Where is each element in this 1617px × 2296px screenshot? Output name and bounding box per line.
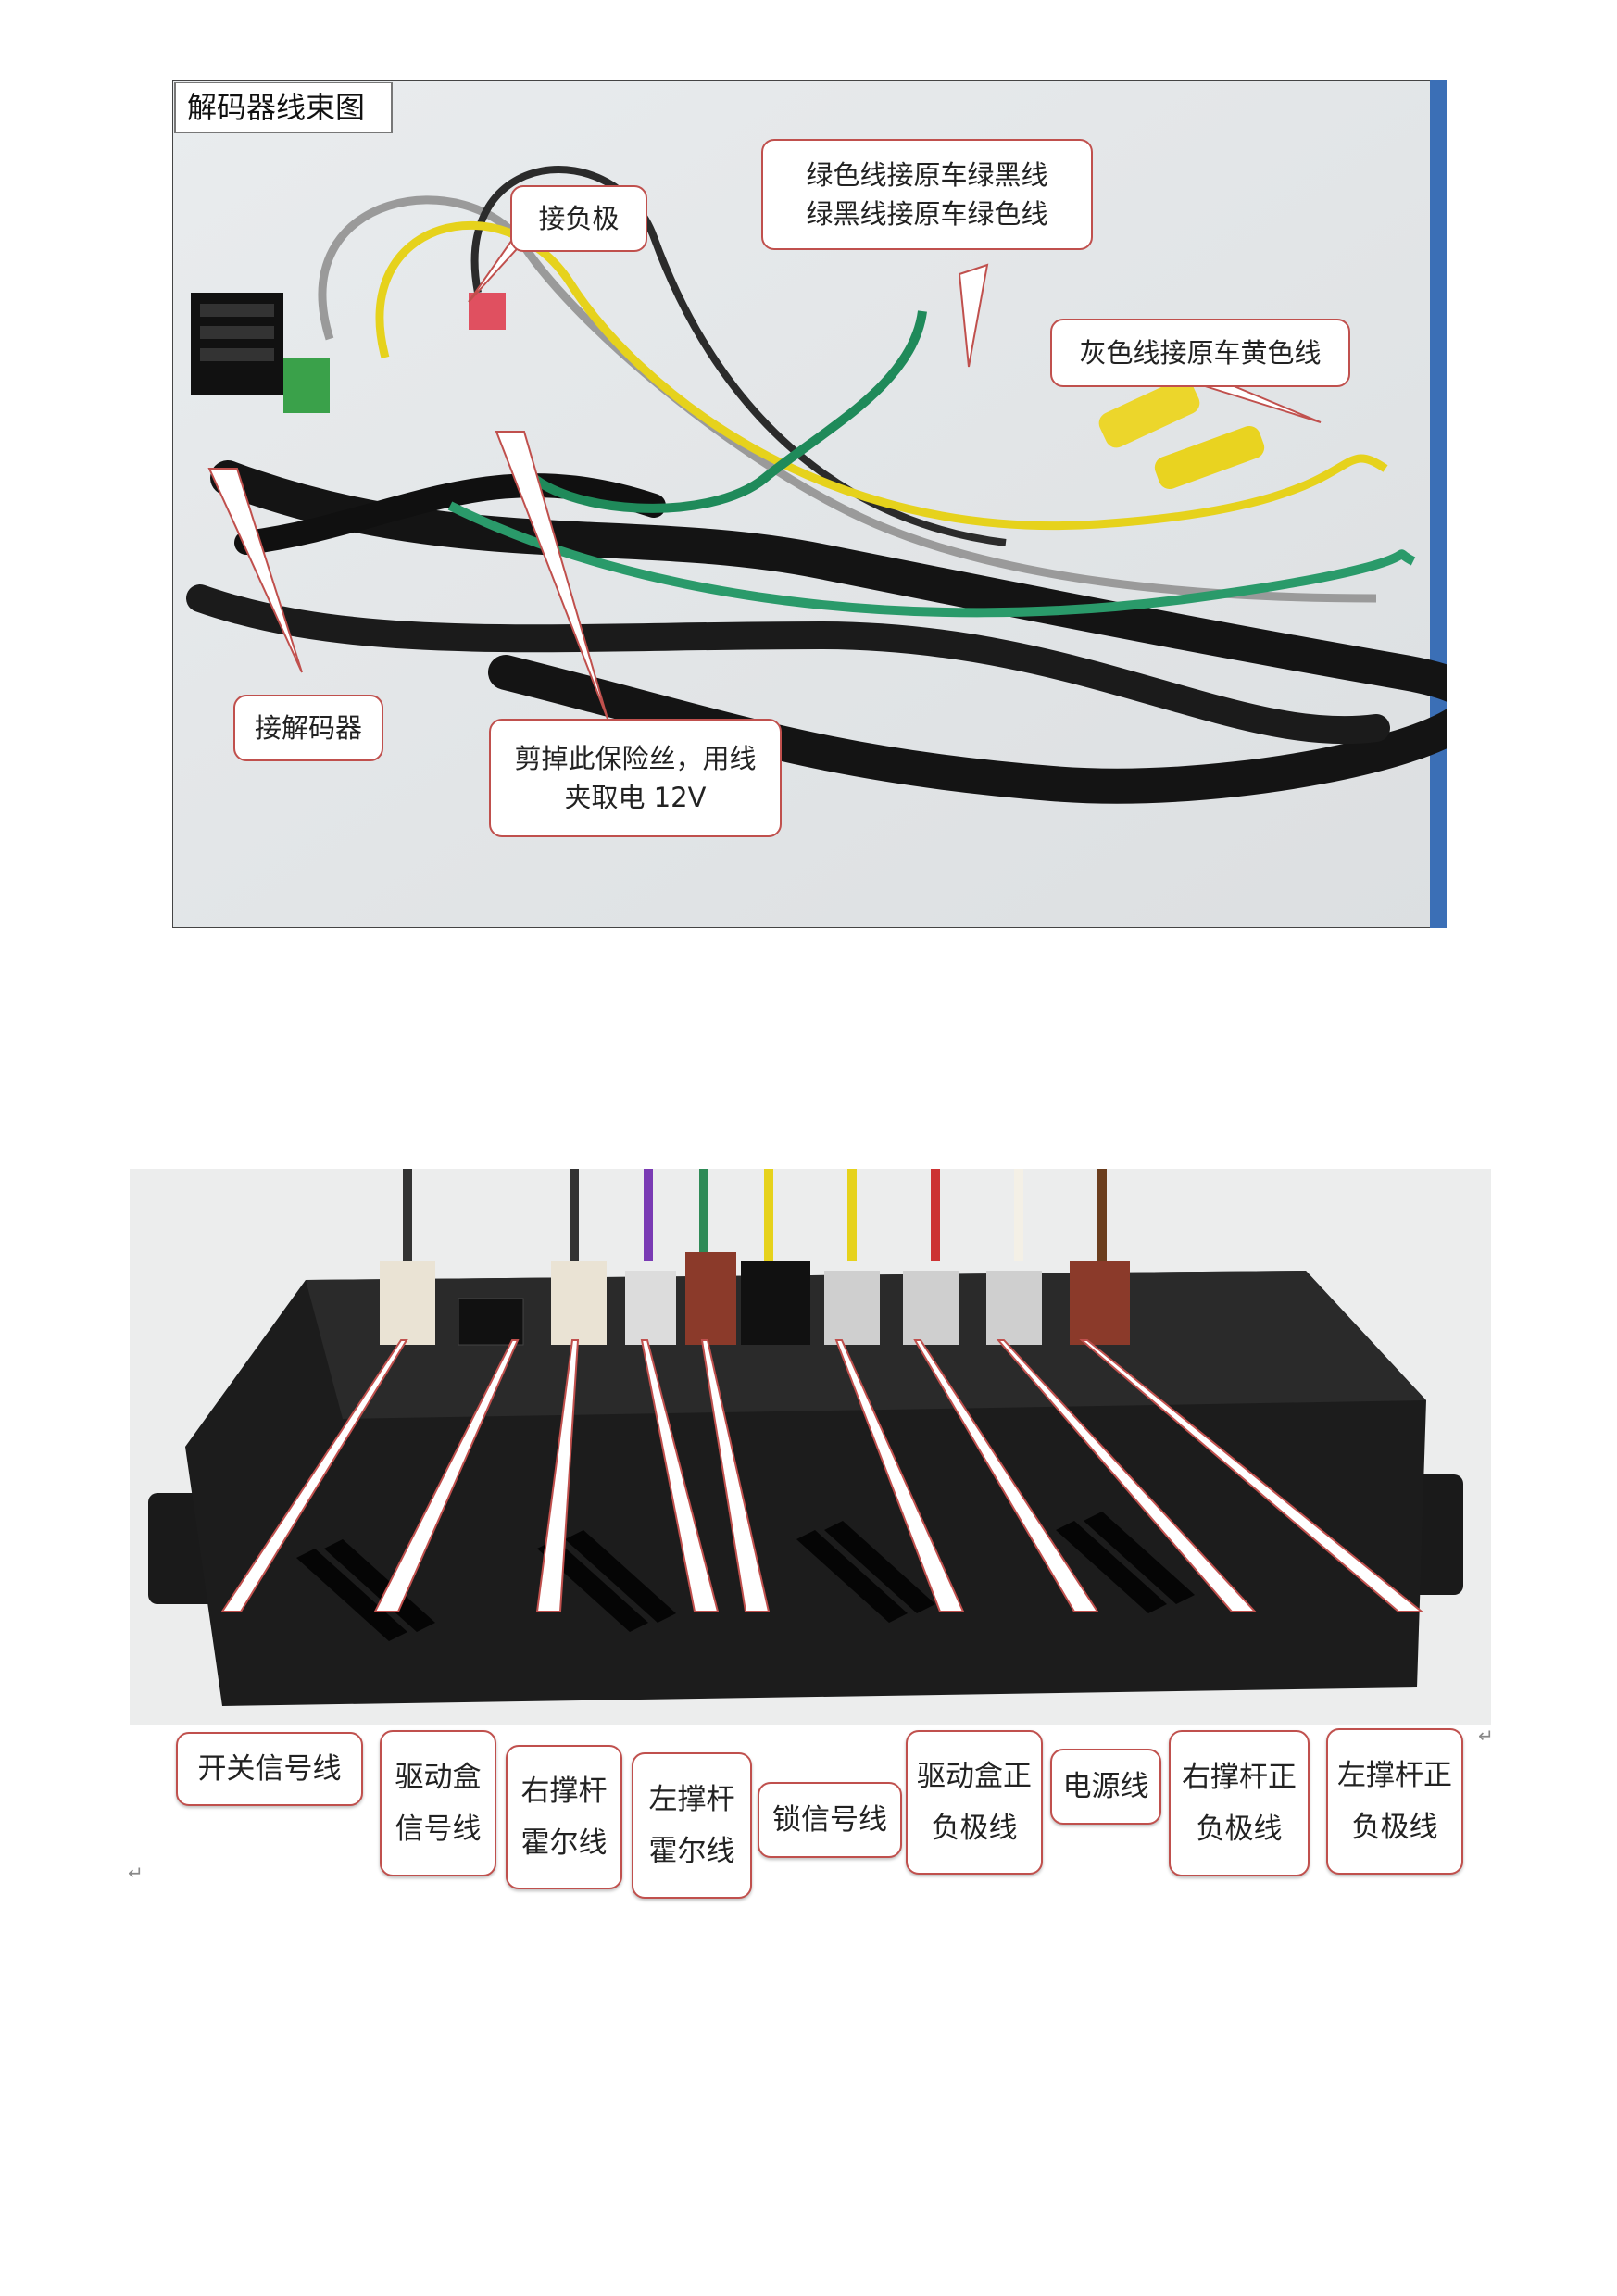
vent-slots — [296, 1512, 1195, 1641]
green-wire — [520, 310, 927, 513]
label-switch-signal-line1: 开关信号线 — [197, 1752, 342, 1786]
label-right-strut-power-line2: 负极线 — [1196, 1813, 1283, 1846]
label-drive-box-power-line1: 驱动盒正 — [917, 1760, 1032, 1793]
blue-edge — [1430, 80, 1447, 928]
label-pointers — [220, 1339, 1424, 1612]
label-left-strut-power-line1: 左撑杆正 — [1337, 1759, 1452, 1792]
black-wire — [470, 166, 1007, 546]
label-right-strut-power: 右撑杆正 负极线 — [1169, 1730, 1310, 1876]
yellow-wire — [375, 221, 1388, 530]
callout-fuse-line1: 剪掉此保险丝，用线 — [514, 743, 757, 774]
label-drive-box-signal-line1: 驱动盒 — [395, 1761, 482, 1794]
label-drive-box-signal-line2: 信号线 — [395, 1813, 482, 1846]
paragraph-mark-icon-2: ↵ — [128, 1862, 144, 1884]
fuse-holder — [1098, 378, 1200, 448]
label-left-strut-hall-line2: 霍尔线 — [648, 1835, 735, 1868]
decoder-box-svg — [130, 1169, 1491, 1725]
figure1-title: 解码器线束图 — [174, 82, 393, 133]
callout-negative-line1: 接负极 — [538, 203, 620, 234]
red-fuse — [469, 293, 506, 330]
label-right-strut-power-line1: 右撑杆正 — [1182, 1761, 1297, 1794]
label-drive-box-power-line2: 负极线 — [931, 1812, 1018, 1845]
callout-decoder: 接解码器 — [233, 695, 383, 761]
callout-gray-wire-line1: 灰色线接原车黄色线 — [1079, 337, 1322, 369]
label-lock-signal: 锁信号线 — [758, 1782, 902, 1858]
label-left-strut-hall-line1: 左撑杆 — [648, 1783, 735, 1816]
label-drive-box-signal: 驱动盒 信号线 — [380, 1730, 496, 1876]
label-right-strut-hall: 右撑杆 霍尔线 — [506, 1745, 622, 1889]
label-right-strut-hall-line2: 霍尔线 — [520, 1826, 608, 1860]
label-power-line1: 电源线 — [1062, 1770, 1149, 1803]
callout-green-wire-line1: 绿色线接原车绿黑线 — [806, 159, 1048, 191]
callout-fuse: 剪掉此保险丝，用线 夹取电 12V — [489, 719, 782, 837]
decoder-box-photo — [130, 1169, 1491, 1725]
green-connector — [283, 358, 330, 413]
callout-green-wire-line2: 绿黑线接原车绿色线 — [806, 198, 1048, 230]
label-left-strut-hall: 左撑杆 霍尔线 — [632, 1752, 752, 1899]
callout-gray-wire: 灰色线接原车黄色线 — [1050, 319, 1350, 387]
paragraph-mark-icon: ↵ — [1478, 1725, 1494, 1747]
callout-green-wire: 绿色线接原车绿黑线 绿黑线接原车绿色线 — [761, 139, 1093, 250]
label-left-strut-power: 左撑杆正 负极线 — [1326, 1728, 1463, 1875]
callout-negative: 接负极 — [510, 185, 647, 252]
label-lock-signal-line1: 锁信号线 — [772, 1803, 887, 1837]
black-sheath — [210, 460, 1447, 804]
label-left-strut-power-line2: 负极线 — [1351, 1811, 1438, 1844]
connectors — [380, 1252, 1130, 1346]
callout-fuse-line2: 夹取电 12V — [564, 782, 707, 813]
label-power: 电源线 — [1050, 1749, 1161, 1825]
label-right-strut-hall-line1: 右撑杆 — [520, 1775, 608, 1808]
black-sheath-2 — [186, 584, 1390, 745]
label-switch-signal: 开关信号线 — [176, 1732, 363, 1806]
label-drive-box-power: 驱动盒正 负极线 — [906, 1730, 1043, 1875]
callout-decoder-line1: 接解码器 — [254, 712, 362, 744]
